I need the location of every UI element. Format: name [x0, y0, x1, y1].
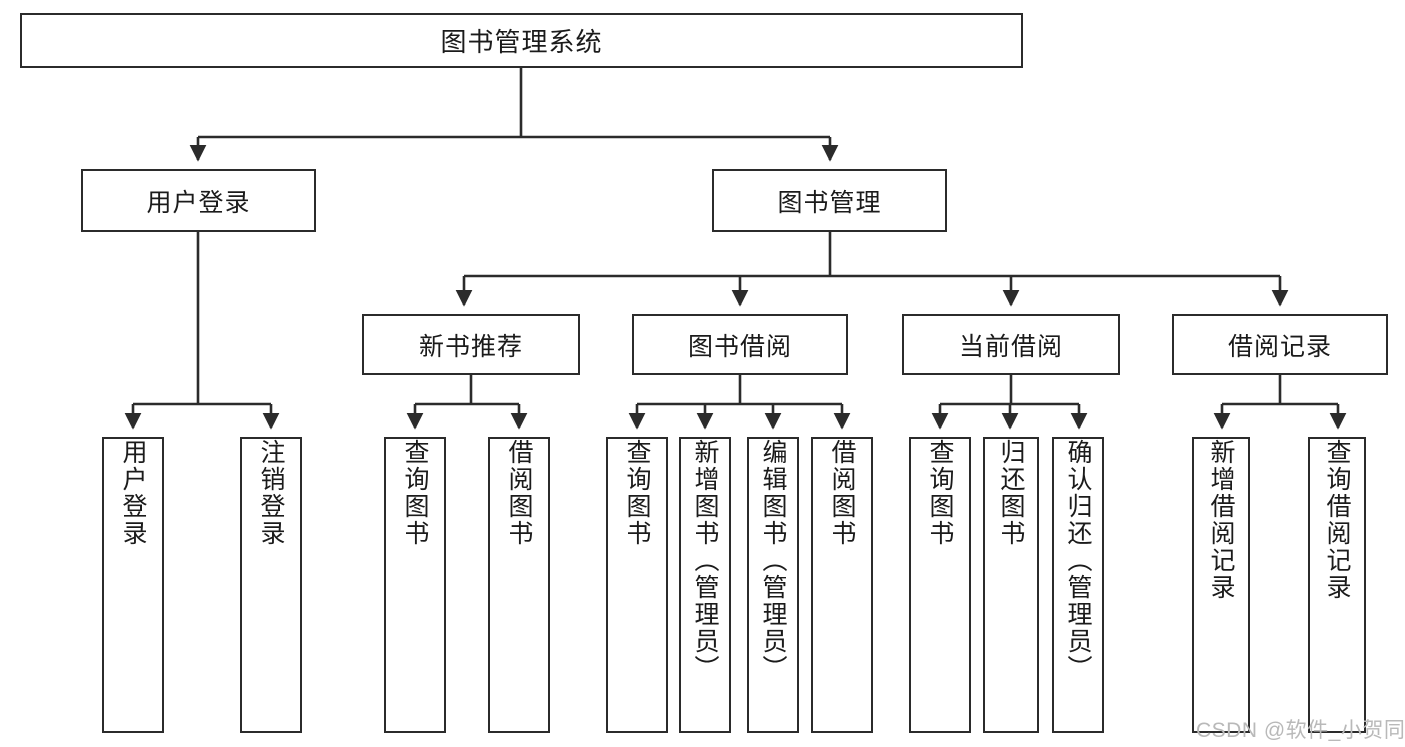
- node-root-system[interactable]: 图书管理系统: [20, 13, 1023, 68]
- leaf-new-book-borrow-label: 借阅图书: [505, 439, 533, 547]
- node-user-login[interactable]: 用户登录: [81, 169, 316, 232]
- leaf-user-login-signout[interactable]: 注销登录: [240, 437, 302, 733]
- leaf-current-borrow-query-label: 查询图书: [926, 439, 954, 547]
- csdn-watermark: CSDN @软件_小贺同学: [1196, 714, 1405, 744]
- node-root-system-label: 图书管理系统: [440, 27, 603, 57]
- leaf-book-borrow-edit[interactable]: 编辑图书（管理员）: [747, 437, 799, 733]
- node-current-borrow-label: 当前借阅: [958, 332, 1063, 361]
- leaf-current-borrow-confirm[interactable]: 确认归还（管理员）: [1052, 437, 1104, 733]
- leaf-book-borrow-query-label: 查询图书: [623, 439, 651, 547]
- csdn-watermark-text: CSDN @软件_小贺同学: [1196, 719, 1405, 742]
- leaf-new-book-query-label: 查询图书: [401, 439, 429, 547]
- node-borrow-record-label: 借阅记录: [1227, 332, 1332, 361]
- node-user-login-label: 用户登录: [146, 188, 251, 217]
- leaf-book-borrow-borrow[interactable]: 借阅图书: [811, 437, 873, 733]
- leaf-book-borrow-borrow-label: 借阅图书: [828, 439, 856, 547]
- node-new-book-recommend[interactable]: 新书推荐: [362, 314, 580, 375]
- node-book-management-label: 图书管理: [777, 188, 882, 217]
- leaf-borrow-record-query[interactable]: 查询借阅记录: [1308, 437, 1366, 733]
- leaf-borrow-record-add-label: 新增借阅记录: [1207, 439, 1235, 601]
- leaf-current-borrow-query[interactable]: 查询图书: [909, 437, 971, 733]
- node-borrow-record[interactable]: 借阅记录: [1172, 314, 1388, 375]
- leaf-book-borrow-edit-label: 编辑图书（管理员）: [759, 439, 787, 682]
- node-book-management[interactable]: 图书管理: [712, 169, 947, 232]
- node-new-book-recommend-label: 新书推荐: [418, 332, 523, 361]
- leaf-user-login-signin-label: 用户登录: [119, 439, 147, 547]
- leaf-current-borrow-return-label: 归还图书: [997, 439, 1025, 547]
- leaf-current-borrow-confirm-label: 确认归还（管理员）: [1064, 439, 1092, 682]
- leaf-new-book-query[interactable]: 查询图书: [384, 437, 446, 733]
- leaf-book-borrow-add-label: 新增图书（管理员）: [691, 439, 719, 682]
- leaf-borrow-record-query-label: 查询借阅记录: [1323, 439, 1351, 601]
- node-current-borrow[interactable]: 当前借阅: [902, 314, 1120, 375]
- leaf-book-borrow-query[interactable]: 查询图书: [606, 437, 668, 733]
- leaf-borrow-record-add[interactable]: 新增借阅记录: [1192, 437, 1250, 733]
- node-book-borrow[interactable]: 图书借阅: [632, 314, 848, 375]
- leaf-current-borrow-return[interactable]: 归还图书: [983, 437, 1039, 733]
- node-book-borrow-label: 图书借阅: [687, 332, 792, 361]
- leaf-user-login-signout-label: 注销登录: [257, 439, 285, 547]
- leaf-book-borrow-add[interactable]: 新增图书（管理员）: [679, 437, 731, 733]
- leaf-user-login-signin[interactable]: 用户登录: [102, 437, 164, 733]
- leaf-new-book-borrow[interactable]: 借阅图书: [488, 437, 550, 733]
